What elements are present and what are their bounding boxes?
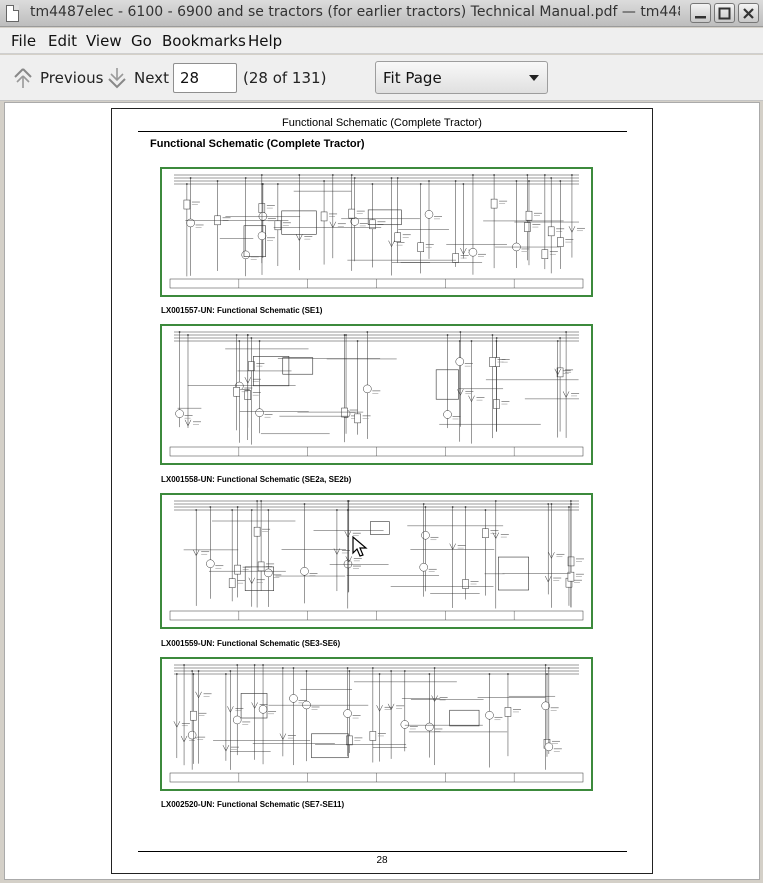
- pdf-page: Functional Schematic (Complete Tractor) …: [111, 108, 653, 874]
- schematic-figure-se7: [160, 657, 593, 791]
- figure-caption: LX001558-UN: Functional Schematic (SE2a,…: [161, 475, 352, 484]
- figure-caption: LX002520-UN: Functional Schematic (SE7-S…: [161, 800, 345, 809]
- previous-label: Previous: [40, 69, 104, 87]
- schematic-drawing: [169, 174, 585, 289]
- figure-caption: LX001559-UN: Functional Schematic (SE3-S…: [161, 639, 341, 648]
- mouse-pointer-icon: [352, 536, 368, 557]
- footer-divider: [138, 851, 627, 852]
- maximize-icon: [718, 7, 731, 20]
- page-count: (28 of 131): [243, 69, 327, 87]
- schematic-drawing: [169, 664, 584, 783]
- minimize-icon: [695, 16, 706, 19]
- toolbar: Previous Next (28 of 131) Fit Page: [0, 55, 763, 101]
- minimize-button[interactable]: [690, 3, 711, 23]
- arrow-up-icon: [14, 68, 32, 88]
- zoom-value: Fit Page: [383, 69, 442, 87]
- title-bar: tm4487elec - 6100 - 6900 and se tractors…: [0, 0, 763, 27]
- window-title: tm4487elec - 6100 - 6900 and se tractors…: [30, 4, 680, 20]
- menu-bar: File Edit View Go Bookmarks Help: [0, 28, 763, 54]
- next-label: Next: [134, 69, 169, 87]
- schematic-drawing: [169, 500, 585, 621]
- zoom-select[interactable]: Fit Page: [375, 61, 548, 94]
- menu-help[interactable]: Help: [248, 32, 283, 50]
- page-number: 28: [376, 855, 388, 866]
- menu-edit[interactable]: Edit: [48, 32, 78, 50]
- document-viewer[interactable]: Functional Schematic (Complete Tractor) …: [4, 102, 760, 880]
- maximize-button[interactable]: [714, 3, 735, 23]
- section-title: Functional Schematic (Complete Tractor): [150, 138, 365, 150]
- next-button[interactable]: Next: [106, 64, 169, 92]
- close-icon: [743, 8, 754, 19]
- schematic-figure-se2: [160, 324, 593, 465]
- previous-button[interactable]: Previous: [12, 64, 103, 92]
- header-divider: [138, 131, 627, 132]
- chevron-down-icon: [529, 75, 539, 81]
- schematic-drawing: [169, 331, 584, 457]
- schematic-figure-se3: [160, 493, 593, 629]
- menu-file[interactable]: File: [11, 32, 37, 50]
- menu-bookmarks[interactable]: Bookmarks: [162, 32, 246, 50]
- document-icon: [6, 5, 19, 22]
- page-number-input[interactable]: [173, 63, 237, 93]
- menu-go[interactable]: Go: [131, 32, 152, 50]
- close-button[interactable]: [738, 3, 759, 23]
- menu-view[interactable]: View: [86, 32, 122, 50]
- page-header: Functional Schematic (Complete Tractor): [282, 117, 482, 129]
- arrow-down-icon: [108, 68, 126, 89]
- schematic-figure-se1: [160, 167, 593, 297]
- figure-caption: LX001557-UN: Functional Schematic (SE1): [161, 306, 323, 315]
